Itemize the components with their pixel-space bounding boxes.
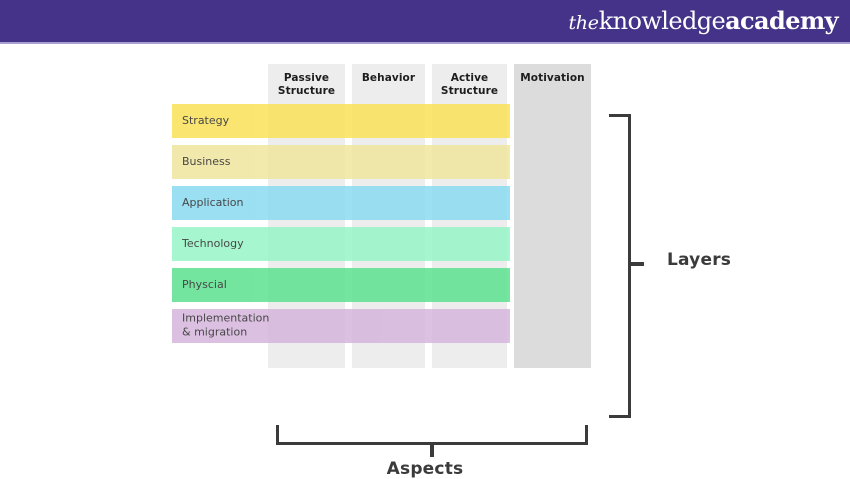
layer-row-label: Physcial [182,277,227,291]
layer-row-label: Technology [182,236,244,250]
header-banner: theknowledgeacademy [0,0,850,42]
layer-row: Application [172,186,510,220]
brand-knowledge-text: knowledge [598,7,726,35]
layers-bracket [609,114,631,418]
layer-row-label: Application [182,195,244,209]
brand-logo: theknowledgeacademy [568,6,839,35]
brand-the-text: the [568,12,599,34]
layer-row: Physcial [172,268,510,302]
header-divider [0,42,850,44]
aspect-column-label: Motivation [520,72,585,84]
aspect-column-label: Behavior [361,72,416,84]
layer-row: Strategy [172,104,510,138]
layer-row-label: Implementation& migration [182,311,270,339]
aspect-column: Motivation [514,64,591,368]
layer-row: Business [172,145,510,179]
layer-row: Implementation& migration [172,309,510,343]
layer-row-label: Strategy [182,113,230,127]
brand-academy-text: academy [725,6,839,35]
layers-label: Layers [667,250,732,270]
layer-row: Technology [172,227,510,261]
layers-bracket-tick [628,262,644,266]
aspects-bracket [276,425,588,445]
aspects-bracket-tick [430,443,434,457]
layer-row-label: Business [182,154,231,168]
aspects-label: Aspects [386,459,464,479]
